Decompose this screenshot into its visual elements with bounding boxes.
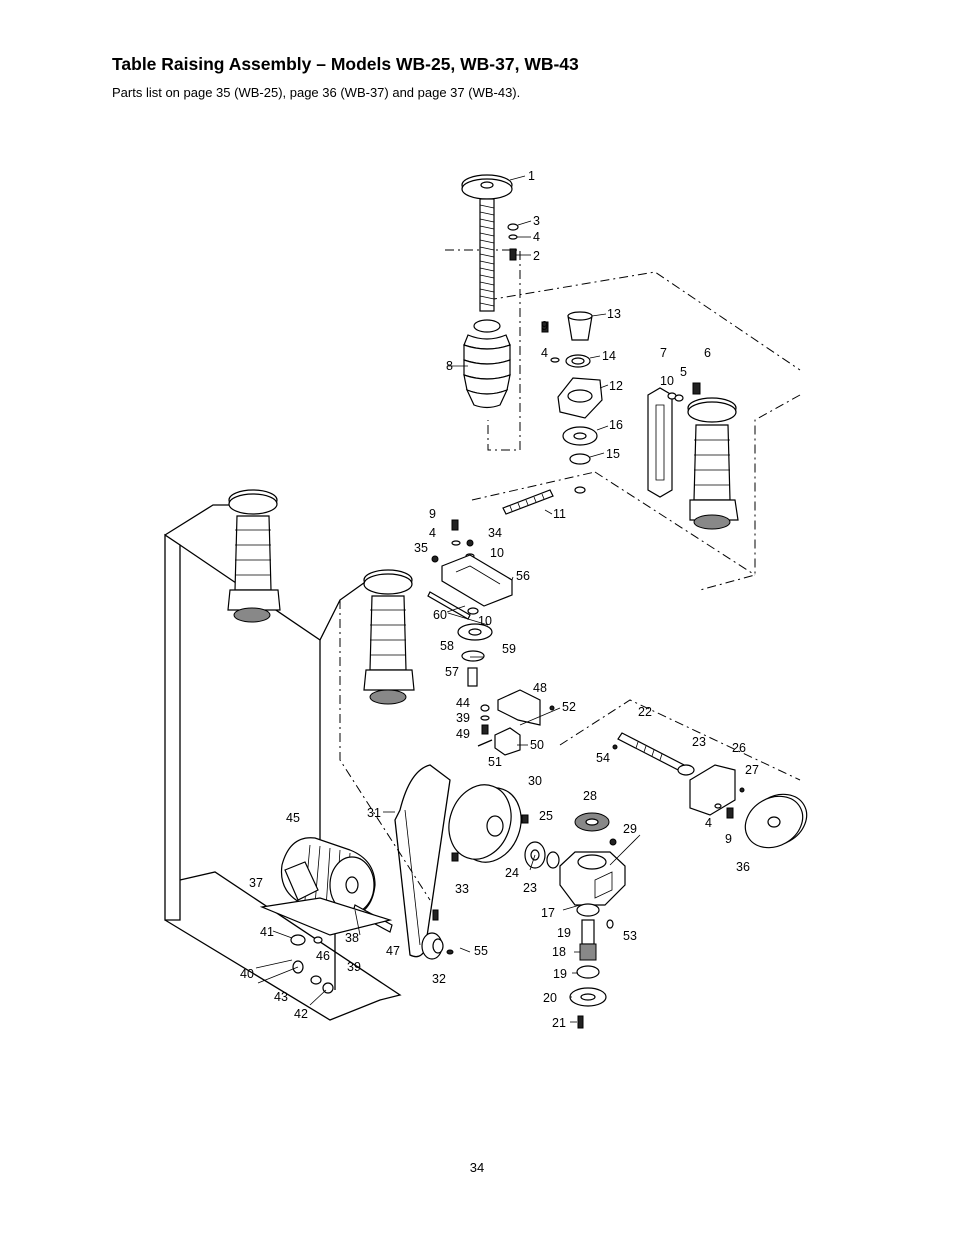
callout-58: 58 [440,639,454,653]
callout-5: 5 [680,365,687,379]
right-bellows-assembly [687,397,739,530]
callout-51: 51 [488,755,502,769]
page-number: 34 [469,1160,485,1175]
callout-46: 46 [316,949,330,963]
callout-35: 35 [414,541,428,555]
callout-28: 28 [583,789,597,803]
parts-list-reference: Parts list on page 35 (WB-25), page 36 (… [112,85,521,100]
callout-37: 37 [249,876,263,890]
callout-60: 60 [433,608,447,622]
callout-25: 25 [539,809,553,823]
bellows-8 [463,319,511,409]
callout-19: 19 [557,926,571,940]
callout-57: 57 [445,665,459,679]
washers-screw-2-3-4 [507,223,519,261]
callout-43: 43 [274,990,288,1004]
callout-26: 26 [732,741,746,755]
callout-9: 9 [541,319,548,333]
callout-39: 39 [456,711,470,725]
callout-31: 31 [367,806,381,820]
callout-10: 10 [490,546,504,560]
chain-11 [502,489,554,515]
callout-3: 3 [533,214,540,228]
callout-30: 30 [528,774,542,788]
page-title: Table Raising Assembly – Models WB-25, W… [112,54,579,74]
callout-1: 1 [528,169,535,183]
callout-52: 52 [562,700,576,714]
callout-14: 14 [602,349,616,363]
callout-13: 13 [607,307,621,321]
callout-40: 40 [240,967,254,981]
callout-9: 9 [429,507,436,521]
callout-10: 10 [478,614,492,628]
callout-2: 2 [533,249,540,263]
callout-22: 22 [638,705,652,719]
callout-10: 10 [660,374,674,388]
callout-53: 53 [623,929,637,943]
handwheel-36 [744,793,808,849]
callout-8: 8 [446,359,453,373]
callout-34: 34 [488,526,502,540]
callout-20: 20 [543,991,557,1005]
callout-29: 29 [623,822,637,836]
top-plate-1 [461,174,513,200]
callout-56: 56 [516,569,530,583]
callout-41: 41 [260,925,274,939]
callout-4: 4 [541,346,548,360]
callout-24: 24 [505,866,519,880]
pulley-32 [421,932,454,960]
callout-4: 4 [705,816,712,830]
callout-33: 33 [455,882,469,896]
pulley-30 [448,784,522,863]
callout-47: 47 [386,944,400,958]
callout-21: 21 [552,1016,566,1030]
callout-44: 44 [456,696,470,710]
callout-48: 48 [533,681,547,695]
callout-15: 15 [606,447,620,461]
callout-12: 12 [609,379,623,393]
callout-labels: 1 3 4 2 13 9 4 14 12 8 7 10 5 6 16 15 11… [240,169,759,1030]
callout-7: 7 [660,346,667,360]
motor-45 [259,837,393,994]
bearing-housing-group [541,311,603,494]
callout-18: 18 [552,945,566,959]
callout-50: 50 [530,738,544,752]
leader-lines [255,175,641,1023]
cabinet-frame [164,249,801,1021]
lead-screw [479,198,495,312]
callout-23: 23 [523,881,537,895]
callout-38: 38 [345,931,359,945]
worm-shaft-22 [612,732,745,819]
callout-45: 45 [286,811,300,825]
callout-19: 19 [553,967,567,981]
callout-42: 42 [294,1007,308,1021]
callout-9: 9 [725,832,732,846]
callout-6: 6 [704,346,711,360]
middle-bellows-assembly [363,569,415,705]
callout-54: 54 [596,751,610,765]
lock-block-group [477,689,555,756]
callout-4: 4 [533,230,540,244]
callout-32: 32 [432,972,446,986]
drive-belt-31 [394,764,451,958]
callout-4: 4 [429,526,436,540]
callout-59: 59 [502,642,516,656]
gearbox-group [559,812,626,1029]
callout-16: 16 [609,418,623,432]
tensioner-bracket-56 [427,519,513,687]
guide-bar-7 [647,382,701,498]
callout-23: 23 [692,735,706,749]
callout-39: 39 [347,960,361,974]
callout-17: 17 [541,906,555,920]
callout-55: 55 [474,944,488,958]
callout-27: 27 [745,763,759,777]
callout-36: 36 [736,860,750,874]
callout-11: 11 [553,507,566,521]
left-bellows-assembly [227,489,281,623]
callout-49: 49 [456,727,470,741]
